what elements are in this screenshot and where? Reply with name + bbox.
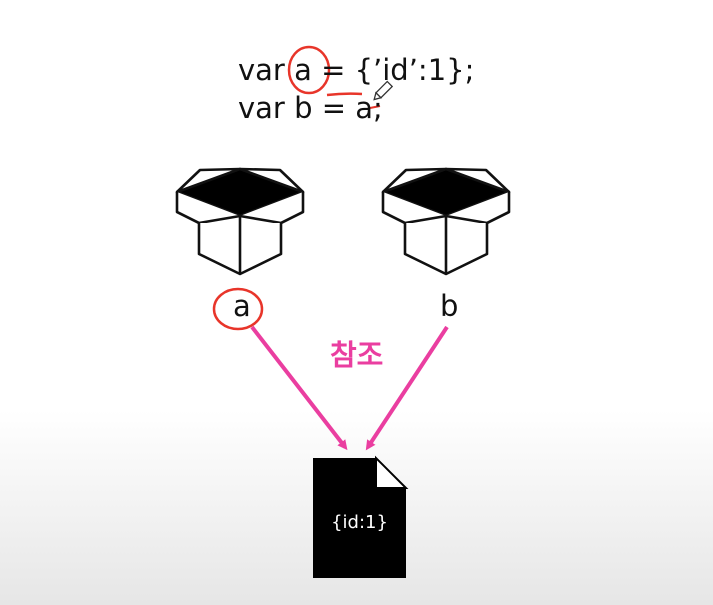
code-line-1: var a = {’id’:1}; xyxy=(238,53,475,87)
open-box-icon xyxy=(381,167,511,276)
highlight-underline xyxy=(326,92,363,97)
reference-arrow-b xyxy=(365,325,449,451)
reference-label: 참조 xyxy=(330,338,384,372)
highlight-circle-code-a xyxy=(287,45,331,95)
variable-label-a: a xyxy=(233,289,251,323)
document-icon xyxy=(313,455,409,578)
variable-label-b: b xyxy=(440,289,459,323)
open-box-icon xyxy=(175,167,305,276)
document-content: {id:1} xyxy=(331,512,388,533)
highlight-tick xyxy=(369,105,381,109)
code-line-2: var b = a; xyxy=(238,91,383,125)
pencil-cursor-icon xyxy=(373,80,394,101)
reference-arrow-a xyxy=(250,325,348,451)
highlight-circle-label-a xyxy=(212,287,264,331)
